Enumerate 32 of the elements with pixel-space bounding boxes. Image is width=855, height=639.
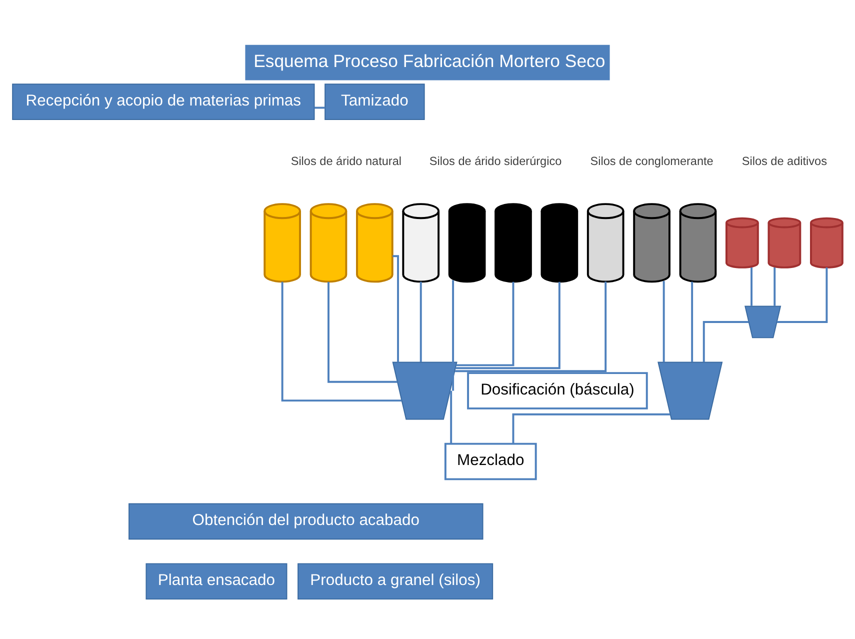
connector (702, 320, 749, 362)
node-box: Mezclado (444, 442, 537, 480)
connector (392, 254, 399, 362)
connector (314, 106, 325, 108)
node-trapezium (658, 361, 723, 420)
node-box: Tamizado (324, 83, 425, 120)
label: Silos de aditivos (742, 154, 828, 168)
node-box: Obtención del producto acabado (128, 502, 484, 540)
connector (328, 281, 398, 382)
node-box: Dosificación (báscula) (467, 372, 648, 409)
connector (512, 412, 670, 444)
connector (455, 281, 607, 372)
connector (456, 281, 514, 366)
node-box: Producto a granel (silos) (298, 562, 494, 600)
node-trapezium (392, 361, 458, 420)
connector (456, 281, 560, 369)
label: Silos de conglomerante (590, 154, 714, 168)
connector (420, 281, 422, 362)
connector (452, 280, 454, 390)
label: Silos de árido natural (290, 154, 402, 168)
connector (662, 280, 665, 362)
connector (774, 266, 776, 306)
diagram-title: Esquema Proceso Fabricación Mortero Seco (254, 50, 606, 70)
connector (750, 266, 752, 306)
node-box: Recepción y acopio de materias primas (12, 83, 315, 120)
label: Silos de árido siderúrgico (429, 154, 562, 168)
connector (777, 266, 828, 322)
connector (691, 281, 694, 362)
node-trapezium (744, 305, 782, 338)
connector (281, 281, 402, 402)
node-box: Planta ensacado (146, 562, 288, 600)
connector (450, 390, 452, 444)
